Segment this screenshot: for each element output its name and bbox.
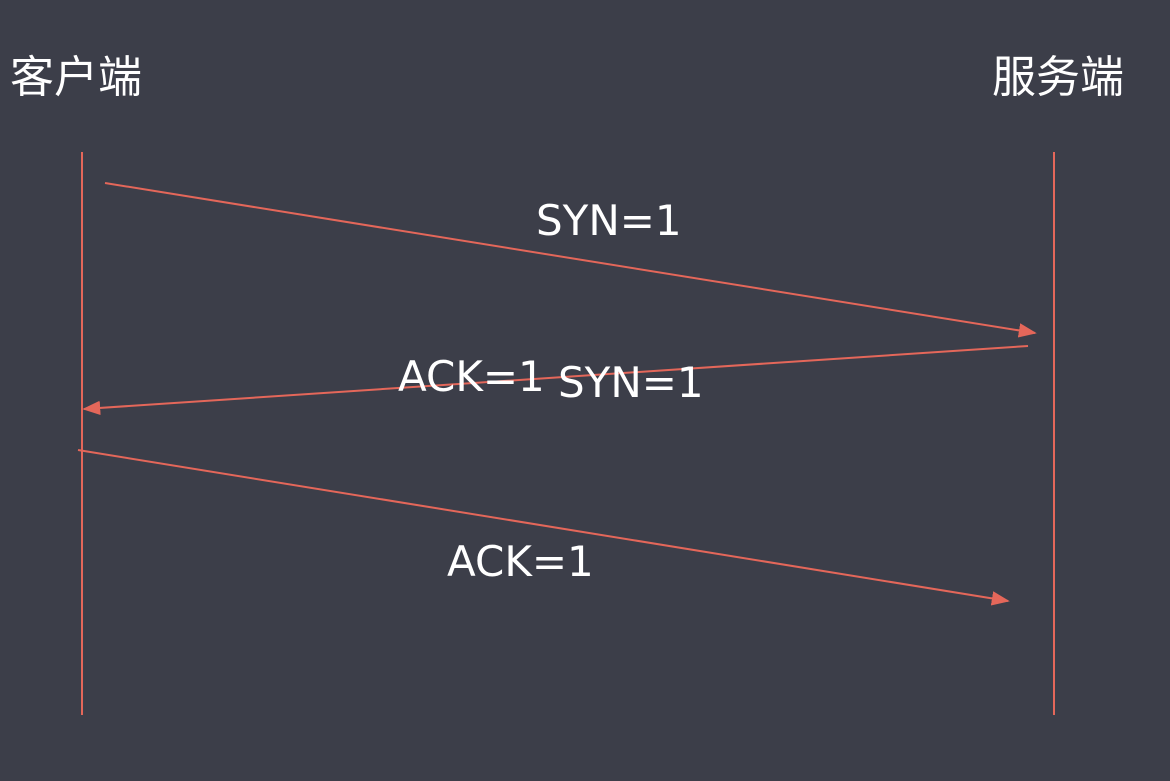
syn-ack-syn-label: SYN=1 xyxy=(558,358,704,407)
syn-label: SYN=1 xyxy=(536,196,682,245)
ack-label: ACK=1 xyxy=(447,537,594,586)
syn-ack-ack-label: ACK=1 xyxy=(398,352,545,401)
syn-ack-arrow xyxy=(82,345,1029,416)
ack-arrow xyxy=(77,449,1010,606)
server-label: 服务端 xyxy=(992,52,1124,103)
client-label: 客户端 xyxy=(10,52,142,103)
syn-arrow xyxy=(104,182,1037,338)
